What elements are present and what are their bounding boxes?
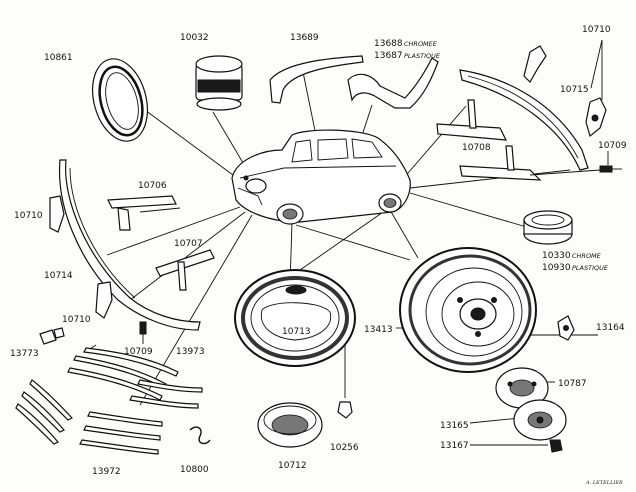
label-10713: 10713: [282, 327, 311, 337]
label-13167: 13167: [440, 441, 469, 451]
nut-13167: [549, 439, 563, 453]
label-13972: 13972: [92, 467, 121, 477]
label-13164: 13164: [596, 323, 625, 333]
bumper-clips-10710-top: [523, 45, 607, 138]
label-13687-note: PLASTIQUE: [404, 52, 441, 60]
valve-10256: [337, 401, 353, 419]
label-10715: 10715: [560, 85, 589, 95]
label-10787: 10787: [558, 379, 587, 389]
hub-disk-13165: [513, 399, 567, 441]
artist-signature: A. LETELLIER: [585, 480, 623, 486]
label-10256: 10256: [330, 443, 359, 453]
label-13688-note: CHROMEE: [404, 40, 438, 48]
label-10930: 10930: [542, 263, 571, 273]
label-13687: 13687: [374, 51, 403, 61]
bolt-10709-bottom: [139, 321, 147, 344]
clip-13164: [557, 315, 575, 341]
clip-13773: [39, 327, 65, 345]
clip-10800: [189, 426, 211, 445]
bumper-brackets-10708: [436, 99, 601, 181]
label-10714: 10714: [44, 271, 73, 281]
label-10710-bottom-left: 10710: [62, 315, 91, 325]
label-13165: 13165: [440, 421, 469, 431]
part-labels: 10861 10032 13689 13688 CHROMEE 13687 PL…: [10, 25, 627, 486]
bolt-10709-right: [599, 165, 622, 173]
label-10032: 10032: [180, 33, 209, 43]
label-13973: 13973: [176, 347, 205, 357]
label-10861: 10861: [44, 53, 73, 63]
label-13688: 13688: [374, 39, 403, 49]
label-10709-bottom: 10709: [124, 347, 153, 357]
label-10710-top-right: 10710: [582, 25, 611, 35]
hub-disk-10787: [495, 367, 549, 409]
wheel-13413: [399, 247, 537, 373]
headlight-ring-10861: [92, 58, 148, 142]
rear-bumper-10715: [459, 69, 589, 171]
label-13773: 13773: [10, 349, 39, 359]
label-10330: 10330: [542, 251, 571, 261]
label-10712: 10712: [278, 461, 307, 471]
bumper-clip-10710-left: [49, 195, 65, 233]
trim-strips-13973: [67, 347, 203, 409]
hub-cap-10712: [257, 402, 323, 448]
door-handle-13689: [269, 55, 364, 104]
label-13413: 13413: [364, 325, 393, 335]
label-10709-right: 10709: [598, 141, 627, 151]
door-handle-13688-13687: [347, 57, 439, 109]
label-13689: 13689: [290, 33, 319, 43]
wheel-rim-10713: [234, 269, 356, 367]
label-10707: 10707: [174, 239, 203, 249]
bracket-10707: [155, 249, 215, 291]
label-10708: 10708: [462, 143, 491, 153]
bumper-clip-10710-bottom-left: [95, 281, 113, 319]
cylinder-part-10032: [195, 55, 243, 111]
label-10330-note: CHROME: [572, 252, 602, 260]
trim-strips-13972: [15, 379, 163, 455]
label-10710-left: 10710: [14, 211, 43, 221]
label-10706: 10706: [138, 181, 167, 191]
renault-4cv-car-illustration: [231, 129, 411, 225]
front-bumper-10714: [58, 159, 201, 331]
bracket-10706: [107, 195, 181, 231]
fuel-cap-10330: [523, 210, 573, 245]
label-10930-note: PLASTIQUE: [572, 264, 609, 272]
label-10800: 10800: [180, 465, 209, 475]
